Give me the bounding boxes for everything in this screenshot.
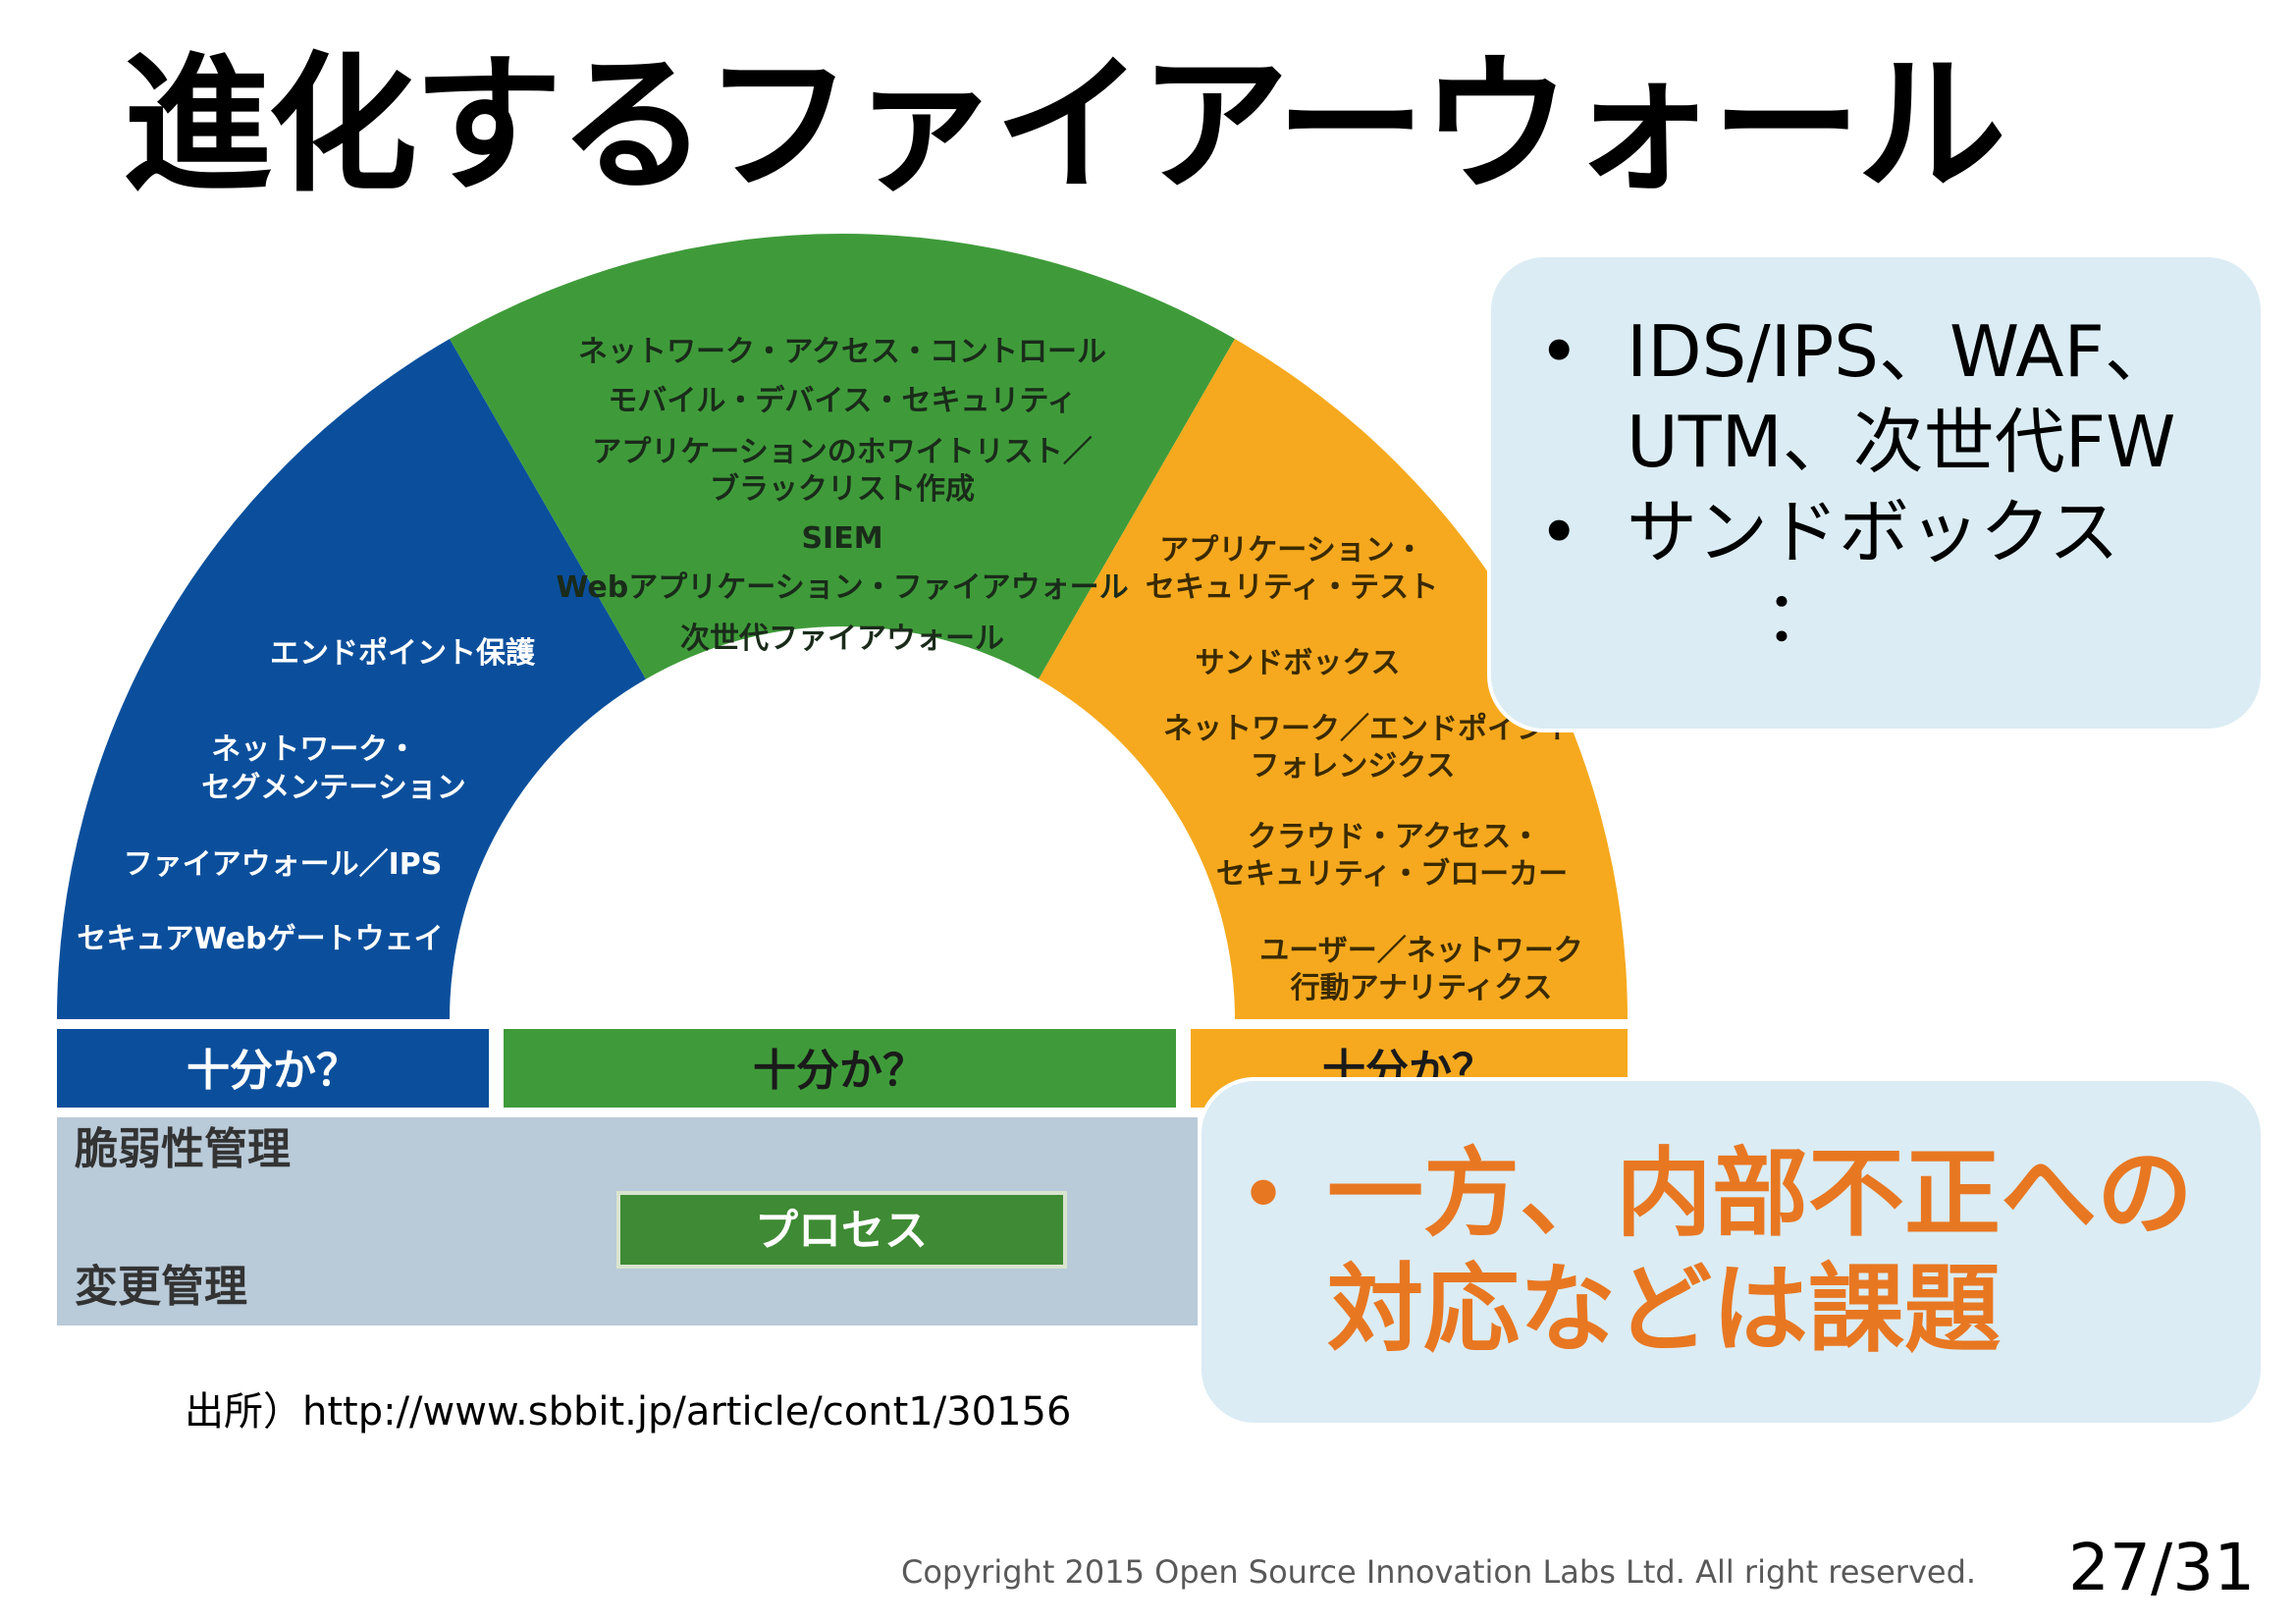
sufficient-bar-blue [57,1029,489,1108]
page-number: 27/31 [2068,1530,2256,1605]
sufficient-bar-green [504,1029,1176,1108]
orange-label-1: アプリケーション・ [1159,533,1423,568]
blue-label-4: ファイアウォール／IPS [124,847,443,882]
orange-label-5: フォレンジクス [1250,749,1455,784]
blue-label-2: ネットワーク・ [211,732,416,767]
callout-bottom-text: 一方、内部不正への [1327,1138,2194,1250]
sufficient-label-blue: 十分か？ [187,1046,359,1096]
green-label-7: 次世代ファイアウォール [680,622,1004,656]
orange-label-3: サンドボックス [1195,646,1400,680]
callout-bottom-text: 対応などは課題 [1327,1254,2002,1366]
green-label-1: ネットワーク・アクセス・コントロール [578,335,1106,369]
orange-label-7: セキュリティ・ブローカー [1216,857,1568,892]
sufficient-label-green: 十分か？ [753,1046,926,1096]
callout-top-item: • IDS/IPS、WAF、UTM、次世代FW [1538,306,2261,487]
green-label-2: モバイル・デバイス・セキュリティ [608,384,1076,418]
orange-label-2: セキュリティ・テスト [1146,570,1438,605]
callout-top-list: • IDS/IPS、WAF、UTM、次世代FW • サンドボックス [1538,306,2261,577]
bullet-icon: • [1241,1153,1287,1235]
callout-bottom-line: • 一方、内部不正への [1241,1136,2261,1252]
green-label-6: Webアプリケーション・ファイアウォール [556,570,1128,605]
bullet-icon: • [1538,310,1580,393]
callout-top-item-text: IDS/IPS、WAF、UTM、次世代FW [1627,310,2176,483]
arch-base-gap [49,1019,1639,1029]
callout-top-item: • サンドボックス [1538,487,2261,577]
segment-green [450,234,1235,679]
source-citation: 出所）http://www.sbbit.jp/article/cont1/301… [185,1389,1072,1435]
callout-top: • IDS/IPS、WAF、UTM、次世代FW • サンドボックス ： [1487,253,2265,732]
segment-blue [57,339,646,1019]
callout-bottom: • 一方、内部不正への 対応などは課題 [1198,1077,2265,1427]
copyright-text: Copyright 2015 Open Source Innovation La… [901,1553,1977,1591]
callout-bottom-line: 対応などは課題 [1241,1252,2261,1368]
green-label-4: ブラックリスト作成 [710,472,975,507]
green-label-3: アプリケーションのホワイトリスト／ [592,435,1092,469]
orange-label-6: クラウド・アクセス・ [1248,820,1541,854]
green-label-5: SIEM [801,521,882,556]
blue-label-5: セキュアWebゲートウェイ [77,922,443,956]
blue-label-1: エンドポイント保護 [270,636,536,671]
callout-top-item-text: サンドボックス [1627,491,2119,573]
orange-label-9: 行動アナリティクス [1290,971,1553,1005]
segment-orange [1039,339,1628,1019]
process-label: プロセス [755,1206,928,1256]
bullet-icon: • [1538,491,1580,573]
blue-label-3: セグメンテーション [201,771,465,805]
process-box [616,1191,1067,1269]
slide-title: 進化するファイアーウォール [123,38,2006,212]
change-mgmt-label: 変更管理 [75,1262,247,1312]
orange-label-8: ユーザー／ネットワーク [1259,934,1582,968]
callout-top-ellipsis: ： [1764,575,1836,658]
vulnerability-mgmt-label: 脆弱性管理 [74,1124,291,1174]
